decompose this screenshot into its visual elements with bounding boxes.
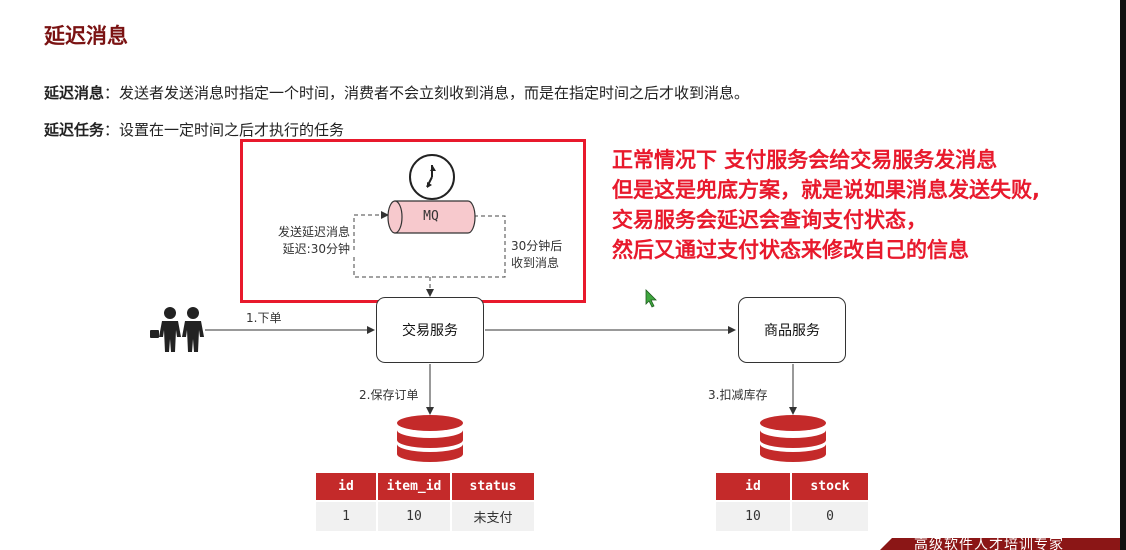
table-cell: 1	[316, 500, 378, 531]
definition-text: ：设置在一定时间之后才执行的任务	[104, 121, 345, 139]
database-icon	[760, 415, 826, 462]
table-cell: 10	[377, 500, 452, 531]
annotation-line: 但是这是兜底方案，就是说如果消息发送失败,	[612, 178, 1040, 202]
send-label-line: 延迟:30分钟	[282, 242, 350, 256]
page-title: 延迟消息	[44, 24, 128, 48]
table-cell: 未支付	[451, 500, 534, 531]
annotation-line: 交易服务会延迟会查询支付状态，	[612, 208, 927, 232]
table-header-row: id stock	[716, 473, 868, 501]
table-row: 1 10 未支付	[316, 500, 534, 531]
send-delay-label: 发送延迟消息延迟:30分钟	[278, 224, 350, 258]
column-header: id	[316, 473, 378, 501]
table-row: 10 0	[716, 500, 868, 531]
order-table: id item_id status 1 10 未支付	[316, 473, 534, 531]
mq-label: MQ	[423, 209, 439, 224]
receive-label-line: 收到消息	[511, 256, 560, 270]
step-save-order-label: 2.保存订单	[359, 388, 419, 402]
table-cell: 10	[716, 500, 792, 531]
table-header-row: id item_id status	[316, 473, 534, 501]
right-edge-bar	[1120, 0, 1126, 550]
annotation-line: 正常情况下 支付服务会给交易服务发消息	[612, 148, 998, 172]
column-header: item_id	[377, 473, 452, 501]
database-icon	[397, 415, 463, 462]
receive-label-line: 30分钟后	[511, 239, 563, 253]
delay-send-connector	[353, 211, 389, 250]
table-cell: 0	[791, 500, 868, 531]
cursor-icon	[645, 289, 657, 308]
trade-service-box: 交易服务	[376, 297, 484, 363]
step-reduce-stock-label: 3.扣减库存	[708, 388, 768, 402]
mq-cylinder	[387, 200, 476, 234]
footer-slogan: 高级软件人才培训专家	[914, 538, 1064, 550]
definition-term: 延迟消息	[44, 84, 105, 102]
clock-icon	[409, 154, 455, 200]
column-header: status	[451, 473, 534, 501]
footer-band: 高级软件人才培训专家	[880, 538, 1120, 550]
definition-text: ：发送者发送消息时指定一个时间，消费者不会立刻收到消息，而是在指定时间之后才收到…	[104, 84, 750, 102]
stock-table: id stock 10 0	[716, 473, 868, 531]
annotation-line: 然后又通过支付状态来修改自己的信息	[612, 238, 969, 262]
send-label-line: 发送延迟消息	[278, 225, 351, 239]
step-place-order-label: 1.下单	[246, 311, 282, 325]
delay-loop-connector	[353, 215, 506, 278]
definition-term: 延迟任务	[44, 121, 105, 139]
column-header: stock	[791, 473, 868, 501]
definition-delayed-task: 延迟任务：设置在一定时间之后才执行的任务	[44, 119, 344, 140]
definition-delayed-message: 延迟消息：发送者发送消息时指定一个时间，消费者不会立刻收到消息，而是在指定时间之…	[44, 82, 749, 103]
users-icon	[150, 307, 204, 352]
receive-label: 30分钟后收到消息	[511, 238, 562, 272]
annotation-text: 正常情况下 支付服务会给交易服务发消息 但是这是兜底方案，就是说如果消息发送失败…	[612, 145, 1040, 265]
column-header: id	[716, 473, 792, 501]
product-service-box: 商品服务	[738, 297, 846, 363]
